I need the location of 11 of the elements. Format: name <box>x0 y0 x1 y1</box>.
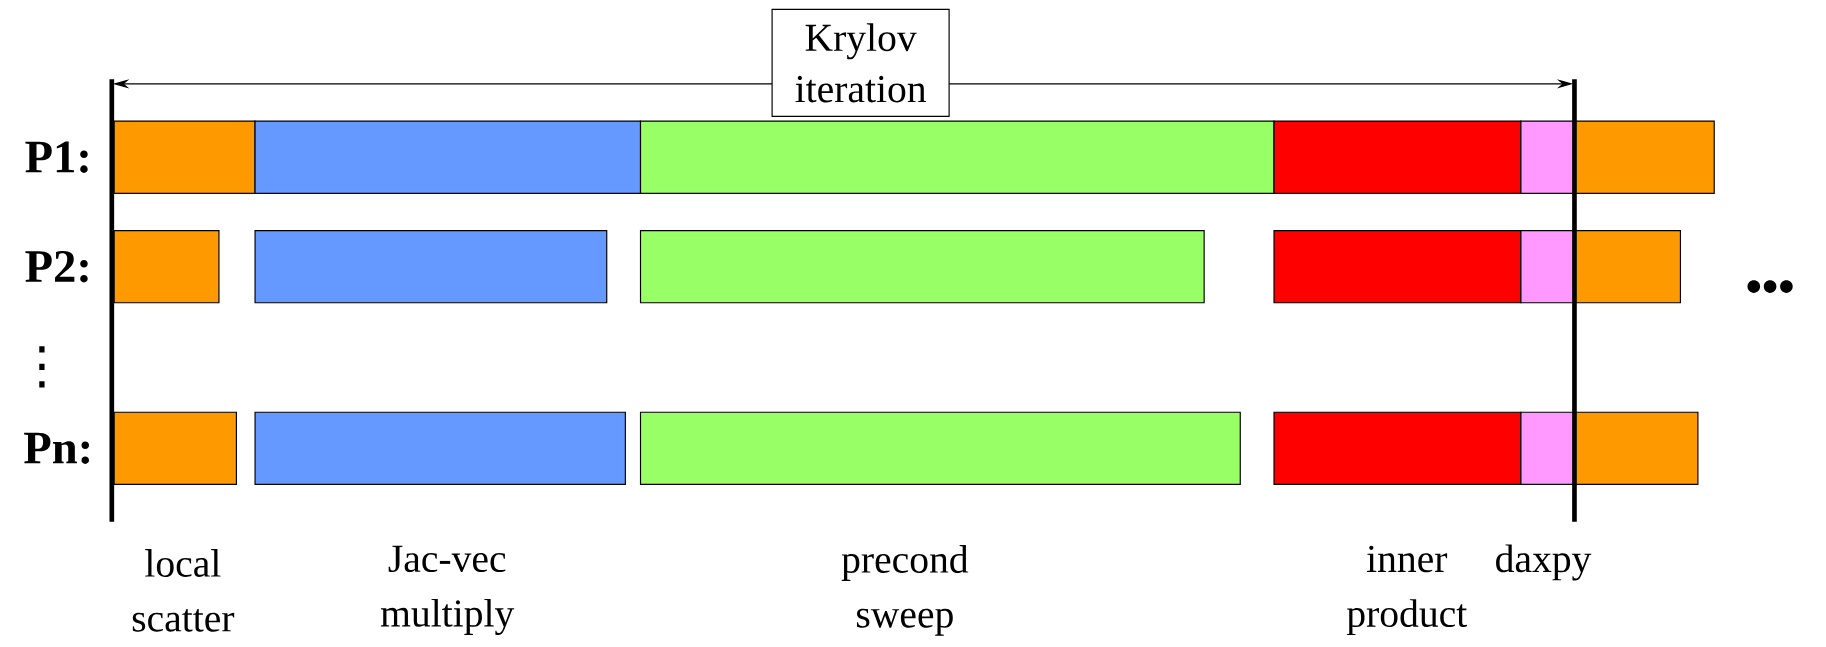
row-label: Pn: <box>24 432 89 464</box>
phase-label: local scatter <box>132 548 235 632</box>
phase-label: precond sweep <box>841 544 969 636</box>
phase-label: Jac-vec multiply <box>380 545 515 635</box>
phase-label: inner product <box>1346 545 1468 635</box>
ellipsis: ⋮ <box>39 345 45 388</box>
row-label: P1: <box>25 141 88 173</box>
phase-label: daxpy <box>1496 544 1592 581</box>
ellipsis: ••• <box>1747 280 1793 293</box>
row-label: P2: <box>25 250 88 283</box>
label-box: Krylov iteration <box>771 8 950 117</box>
